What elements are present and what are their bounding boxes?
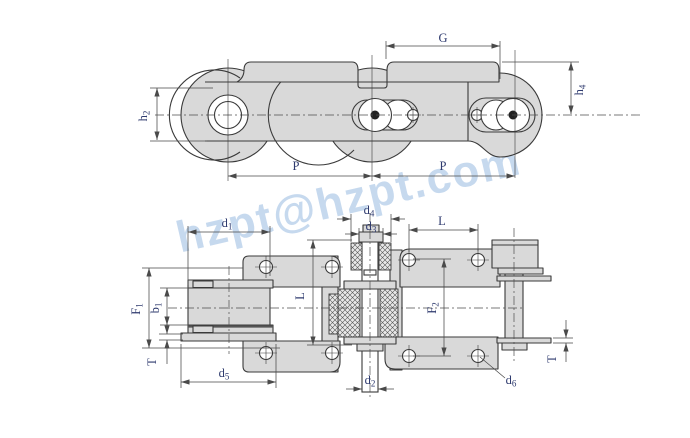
roller-flange-bottom	[180, 332, 277, 342]
outboard-roller-unit	[491, 239, 552, 351]
attachment-holes	[255, 249, 489, 367]
link-plate-body	[205, 82, 468, 141]
plate-end-arc-left	[168, 69, 241, 161]
bearing-upper-right	[378, 242, 392, 271]
dim-label-b1: b1	[148, 303, 164, 314]
attachment-plate-bottom-left	[242, 340, 341, 373]
dim-label-d2: d2	[365, 373, 376, 389]
far-plate-strip-top	[496, 275, 552, 282]
right-pin-foot	[501, 342, 528, 351]
bearing-upper-left	[350, 242, 363, 271]
bearing-main-left	[337, 288, 361, 338]
bush-end-bottom	[192, 325, 214, 334]
dim-label-d1: d1	[222, 216, 233, 232]
dim-label-T-left: T	[145, 358, 159, 366]
dim-label-d5: d5	[219, 366, 230, 382]
attachment-plate-top-right	[399, 248, 501, 288]
bottom-view: d1 d4 d3 L L F1 b1	[129, 203, 573, 400]
bearing-main-right	[379, 288, 399, 338]
dim-label-h4: h4	[572, 84, 588, 95]
roller-cylinder-flange	[497, 267, 544, 275]
bottom-view-dimensions: d1 d4 d3 L L F1 b1	[129, 203, 573, 392]
dim-label-L-vert: L	[293, 292, 307, 300]
top-view: G h4 h2 P P	[136, 31, 640, 181]
top-view-dimensions: G h4 h2 P P	[136, 31, 588, 179]
dim-label-d4: d4	[364, 203, 375, 219]
d6-leader	[479, 356, 506, 379]
dim-label-F1: F1	[129, 303, 145, 314]
roller-cylinder	[491, 239, 539, 269]
bush-end-top	[192, 280, 214, 289]
far-plate-strip-bottom	[496, 337, 552, 344]
strap-notch	[357, 82, 388, 89]
dim-label-T-right: T	[545, 355, 559, 363]
attachment-strap-left	[236, 61, 359, 83]
dim-label-d3: d3	[366, 219, 377, 235]
spring-washers	[328, 293, 339, 335]
dim-label-P-right: P	[440, 159, 447, 173]
dim-label-F2: F2	[425, 302, 441, 313]
dim-label-G: G	[438, 31, 447, 45]
attachment-strap-right	[386, 61, 500, 83]
dim-label-P-left: P	[293, 159, 300, 173]
dim-label-h2: h2	[136, 111, 152, 122]
dim-label-L-top: L	[438, 214, 446, 228]
dim-label-d6: d6	[506, 373, 517, 389]
pin-middle-center	[370, 110, 380, 120]
